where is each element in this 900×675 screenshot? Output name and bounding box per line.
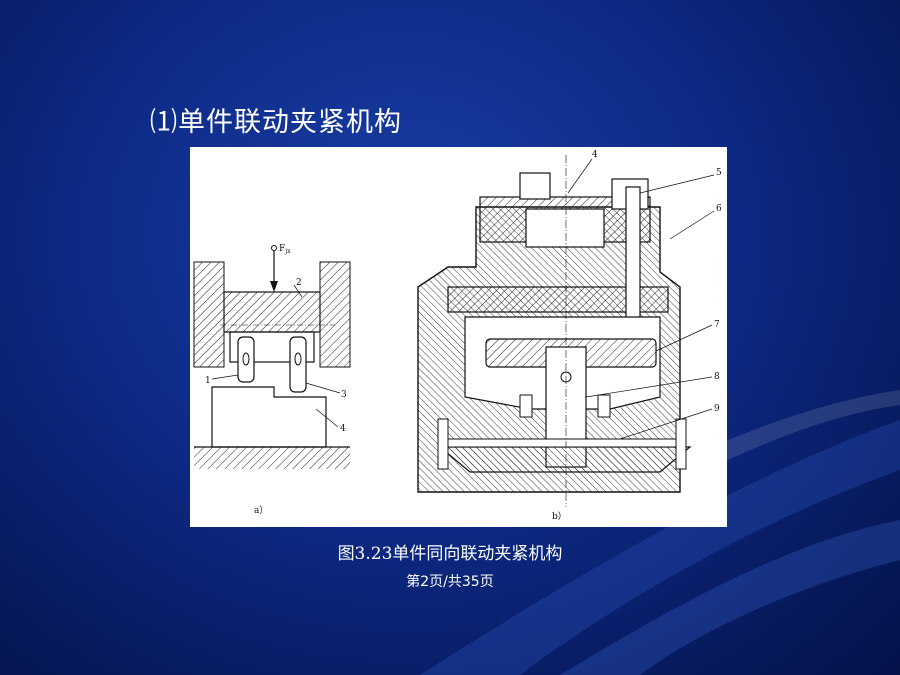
part-b-drawing	[417, 155, 715, 507]
page-number: 第2页/共35页	[406, 574, 494, 590]
part-b-number-5: 5	[716, 168, 722, 178]
part-b-number-6: 6	[716, 204, 722, 214]
mechanism-figure: Fjx 2 1 3 4 a）	[190, 147, 727, 527]
part-a-number-3: 3	[341, 390, 347, 400]
part-b-number-4: 4	[592, 150, 598, 160]
force-label: Fjx	[279, 244, 291, 255]
figure-caption: 图3.23单件同向联动夹紧机构	[337, 544, 563, 564]
part-a-number-1: 1	[205, 376, 211, 386]
part-b-number-9: 9	[714, 404, 720, 414]
part-a-number-2: 2	[296, 278, 302, 288]
slide-title: ⑴单件联动夹紧机构	[150, 107, 402, 138]
part-b-sub-label: b）	[552, 511, 567, 522]
part-a-number-4: 4	[340, 424, 346, 434]
part-b-number-7: 7	[714, 320, 720, 330]
mechanism-drawing: Fjx 2 1 3 4 a）	[193, 150, 722, 522]
part-a-sub-label: a）	[254, 505, 268, 516]
part-b-number-8: 8	[714, 372, 720, 382]
part-a-drawing	[193, 245, 351, 469]
